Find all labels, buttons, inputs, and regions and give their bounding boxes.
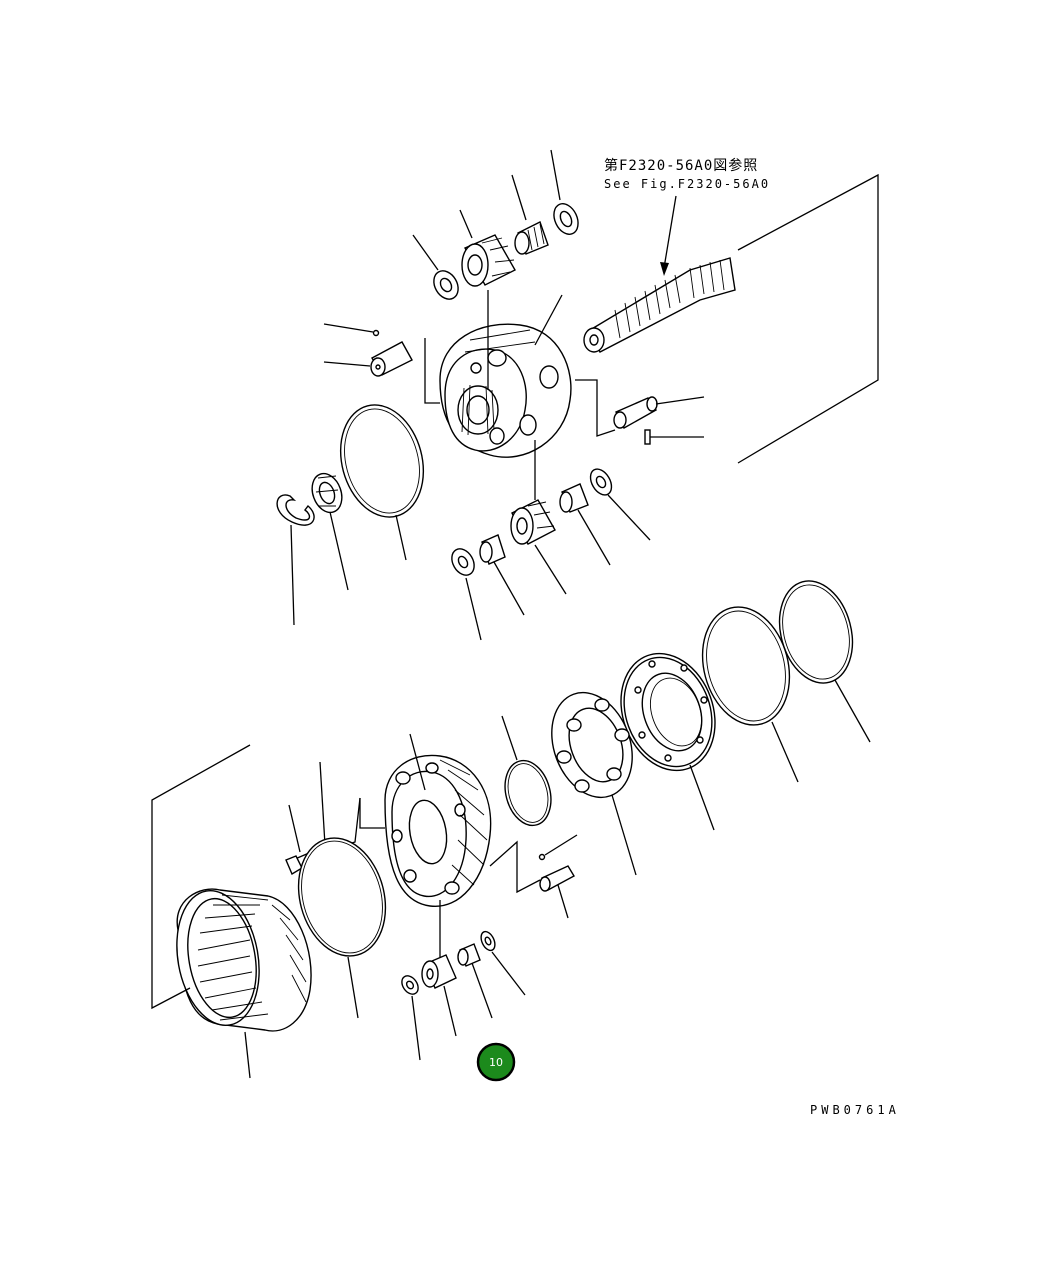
- reference-note-jp: 第F2320-56A0図参照: [604, 157, 758, 174]
- callout-label: 10: [489, 1056, 503, 1069]
- leader-mid-bearing-right: [577, 509, 611, 566]
- leader-upper-small-pin: [323, 323, 374, 333]
- leader-mid-gear: [534, 544, 567, 595]
- reference-note-en: See Fig.F2320-56A0: [604, 177, 770, 191]
- mid-washer-left: [451, 548, 475, 576]
- leader-lower-carrier: [409, 733, 426, 791]
- leader-large-o-ring-mid: [771, 721, 799, 783]
- upper-thrust-washer: [433, 270, 459, 300]
- shaft-boundary-line: [737, 173, 879, 464]
- shaft: [583, 257, 736, 353]
- upper-o-ring: [339, 404, 425, 518]
- upper-pin-left: [370, 341, 413, 377]
- upper-pin-right: [613, 396, 658, 429]
- leader-large-o-ring-right: [834, 679, 871, 743]
- upper-carrier: [439, 323, 572, 458]
- leader-bolt-washer: [319, 761, 326, 846]
- drawing-number: PWB0761A: [810, 1103, 900, 1117]
- lower-carrier-leader-2: [489, 840, 541, 894]
- leader-mid-washer-left: [465, 577, 482, 641]
- leader-cover-plate: [689, 764, 715, 831]
- leader-lower-bearing: [471, 962, 493, 1019]
- leader-lower-o-ring: [347, 956, 359, 1019]
- leader-mid-bearing-left: [493, 561, 525, 616]
- callout-circle[interactable]: [476, 1042, 516, 1082]
- leader-upper-gear: [459, 209, 473, 239]
- upper-bearing: [514, 221, 549, 255]
- leader-upper-washer: [550, 149, 561, 201]
- carrier-leader-3: [534, 294, 563, 346]
- reference-arrowhead: [660, 262, 669, 276]
- upper-gear: [461, 234, 516, 287]
- leader-upper-pin: [323, 361, 371, 367]
- upper-dowel: [644, 429, 651, 445]
- mid-gear: [510, 499, 556, 545]
- leader-ring-gear: [244, 1031, 251, 1079]
- leader-lower-washer-left: [411, 995, 421, 1061]
- leader-lower-pin: [557, 884, 569, 919]
- carrier-leader-2: [575, 379, 616, 437]
- leader-snap-ring-upper: [290, 524, 295, 626]
- lower-gear: [421, 954, 457, 989]
- ring-gear-boundary-line: [151, 744, 251, 1010]
- lower-pin: [539, 865, 575, 892]
- roller-bearing-ring: [551, 691, 633, 799]
- lower-carrier: [384, 754, 492, 907]
- reference-arrow: [663, 195, 677, 269]
- snap-ring-upper: [276, 494, 315, 526]
- callout-badge[interactable]: 10: [476, 1042, 516, 1082]
- lower-washer-right: [480, 930, 496, 952]
- cover-plate: [620, 652, 716, 772]
- upper-washer: [553, 203, 579, 235]
- small-snap-ring: [504, 759, 552, 827]
- leader-upper-o-ring: [395, 514, 407, 561]
- leader-bolt: [288, 804, 301, 853]
- mid-bearing-left: [479, 534, 506, 565]
- lower-o-ring: [297, 837, 387, 957]
- leader-right-pin: [655, 396, 705, 405]
- leader-upper-thrust-washer: [412, 234, 439, 271]
- leader-upper-ball-bearing: [329, 511, 349, 591]
- leader-lower-washer-right: [491, 951, 526, 996]
- upper-ball-bearing: [311, 472, 343, 514]
- large-o-ring-mid: [701, 606, 791, 726]
- leader-upper-bearing: [511, 174, 527, 221]
- upper-small-pin: [372, 329, 380, 337]
- leader-mid-washer-right: [607, 494, 651, 541]
- mid-washer-right: [589, 468, 613, 496]
- leader-roller-bearing: [611, 794, 637, 876]
- carrier-leader-lines: [424, 338, 440, 404]
- lower-bearing: [457, 943, 481, 967]
- leader-small-snap-ring: [501, 715, 518, 761]
- leader-lower-gear: [443, 985, 457, 1037]
- lower-washer-left: [401, 975, 419, 995]
- ring-gear: [176, 888, 312, 1032]
- lower-carrier-leader: [359, 798, 385, 829]
- leader-lower-small-pin: [544, 834, 578, 856]
- lower-small-pin: [538, 853, 546, 861]
- mid-bearing-right: [559, 483, 589, 513]
